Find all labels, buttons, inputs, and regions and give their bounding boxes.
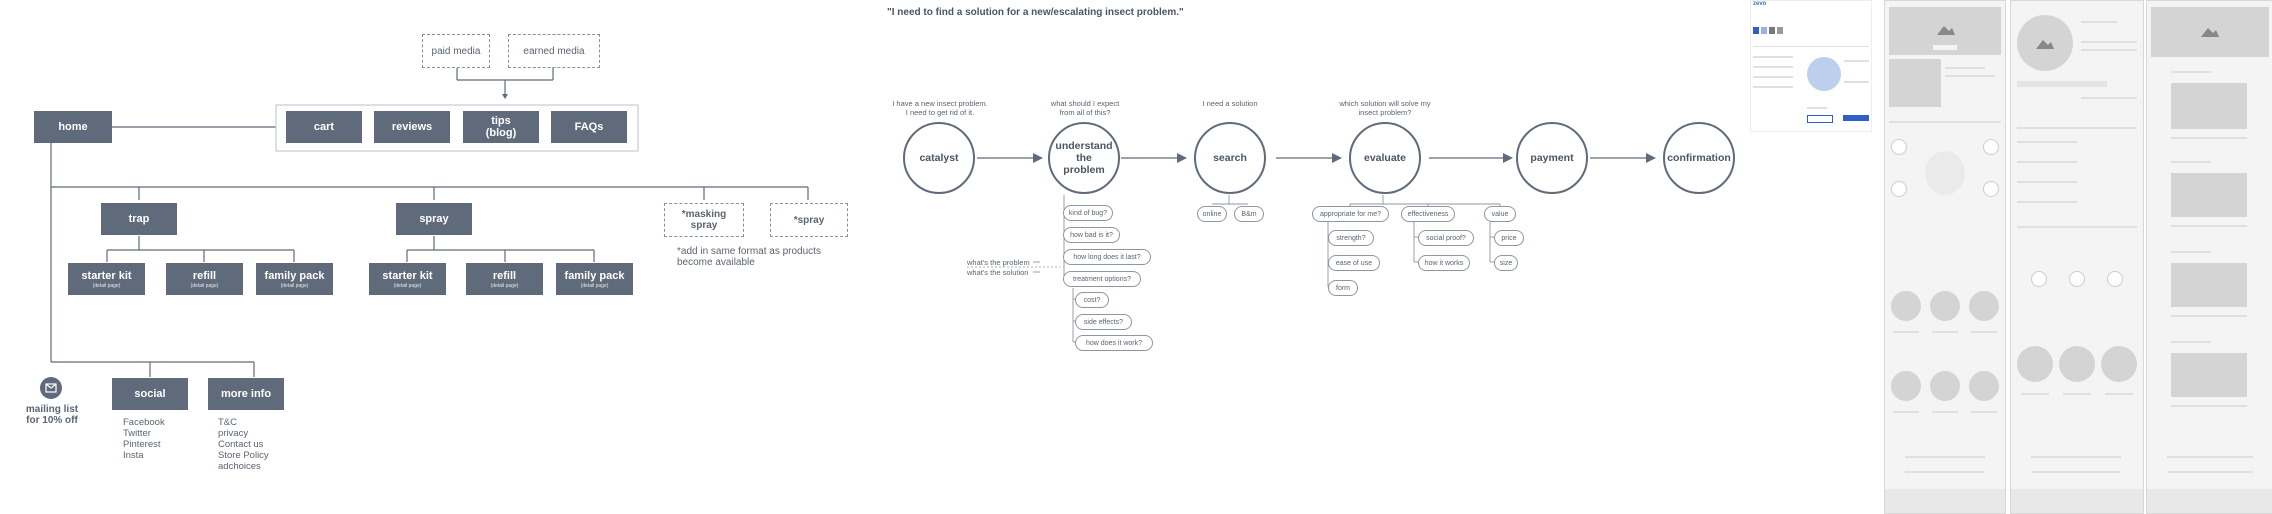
evaluate-item: social proof? bbox=[1418, 230, 1474, 246]
spray-family-pack-node: family pack(detail page) bbox=[556, 263, 633, 295]
wireframe-product-page: zevo bbox=[1750, 0, 1872, 132]
confirmation-node: confirmation bbox=[1663, 122, 1735, 194]
trap-family-pack-node: family pack(detail page) bbox=[256, 263, 333, 295]
side-note-solution: what's the solution bbox=[967, 268, 1029, 277]
understand-item: how long does it last? bbox=[1063, 249, 1151, 265]
search-node: search bbox=[1194, 122, 1266, 194]
evaluate-item: how it works bbox=[1418, 255, 1470, 271]
evaluate-group: effectiveness bbox=[1401, 206, 1455, 222]
more-info-item: adchoices bbox=[218, 461, 261, 472]
social-node: social bbox=[112, 378, 188, 410]
more-info-item: Contact us bbox=[218, 439, 264, 450]
journey-quote: "I need to find a solution for a new/esc… bbox=[887, 7, 1184, 18]
cart-node: cart bbox=[286, 111, 362, 143]
treatment-item: side effects? bbox=[1075, 314, 1132, 330]
search-item: online bbox=[1197, 206, 1227, 222]
masking-spray-node: *masking spray bbox=[664, 203, 744, 237]
spray-refill-node: refill(detail page) bbox=[466, 263, 543, 295]
evaluate-node: evaluate bbox=[1349, 122, 1421, 194]
reviews-node: reviews bbox=[374, 111, 450, 143]
spray-node: spray bbox=[396, 203, 472, 235]
understand-item: how bad is it? bbox=[1063, 227, 1120, 243]
spray-starter-kit-node: starter kit(detail page) bbox=[369, 263, 446, 295]
social-item: Pinterest bbox=[123, 439, 161, 450]
payment-node: payment bbox=[1516, 122, 1588, 194]
catalyst-caption: I have a new insect problem. I need to g… bbox=[892, 99, 988, 117]
future-spray-node: *spray bbox=[770, 203, 848, 237]
wireframe-product-detail bbox=[2010, 0, 2144, 514]
understand-item: treatment options? bbox=[1063, 271, 1141, 287]
faqs-node: FAQs bbox=[551, 111, 627, 143]
more-info-item: T&C bbox=[218, 417, 237, 428]
understand-node: understand the problem bbox=[1048, 122, 1120, 194]
social-list: Facebook Twitter Pinterest Insta bbox=[123, 417, 165, 461]
social-item: Insta bbox=[123, 450, 144, 461]
earned-media-node: earned media bbox=[508, 34, 600, 68]
evaluate-group: appropriate for me? bbox=[1312, 206, 1389, 222]
mailing-list-label: mailing list for 10% off bbox=[25, 404, 79, 426]
social-item: Twitter bbox=[123, 428, 151, 439]
wireframe-logo: zevo bbox=[1753, 1, 1767, 7]
trap-node: trap bbox=[101, 203, 177, 235]
more-info-item: Store Policy bbox=[218, 450, 269, 461]
evaluate-item: size bbox=[1494, 255, 1518, 271]
evaluate-item: price bbox=[1494, 230, 1524, 246]
evaluate-item: strength? bbox=[1328, 230, 1374, 246]
future-note: *add in same format as products become a… bbox=[677, 246, 821, 268]
treatment-item: cost? bbox=[1075, 292, 1109, 308]
more-info-item: privacy bbox=[218, 428, 249, 439]
evaluate-item: ease of use bbox=[1328, 255, 1380, 271]
trap-refill-node: refill(detail page) bbox=[166, 263, 243, 295]
understand-caption: what should I expect from all of this? bbox=[1050, 99, 1120, 117]
trap-starter-kit-node: starter kit(detail page) bbox=[68, 263, 145, 295]
wireframe-blog-page bbox=[2146, 0, 2272, 514]
evaluate-item: form bbox=[1328, 280, 1358, 296]
wireframe-home-page bbox=[1884, 0, 2006, 514]
mail-icon bbox=[40, 377, 62, 399]
evaluate-group: value bbox=[1484, 206, 1516, 222]
tips-blog-node: tips (blog) bbox=[463, 111, 539, 143]
side-note-problem: what's the problem bbox=[967, 258, 1030, 267]
more-info-list: T&C privacy Contact us Store Policy adch… bbox=[218, 417, 269, 472]
evaluate-caption: which solution will solve my insect prob… bbox=[1339, 99, 1431, 117]
paid-media-node: paid media bbox=[422, 34, 490, 68]
more-info-node: more info bbox=[208, 378, 284, 410]
search-caption: I need a solution bbox=[1202, 99, 1258, 108]
social-item: Facebook bbox=[123, 417, 165, 428]
catalyst-node: catalyst bbox=[903, 122, 975, 194]
understand-item: kind of bug? bbox=[1063, 205, 1113, 221]
treatment-item: how does it work? bbox=[1075, 335, 1153, 351]
search-item: B&m bbox=[1234, 206, 1264, 222]
home-node: home bbox=[34, 111, 112, 143]
